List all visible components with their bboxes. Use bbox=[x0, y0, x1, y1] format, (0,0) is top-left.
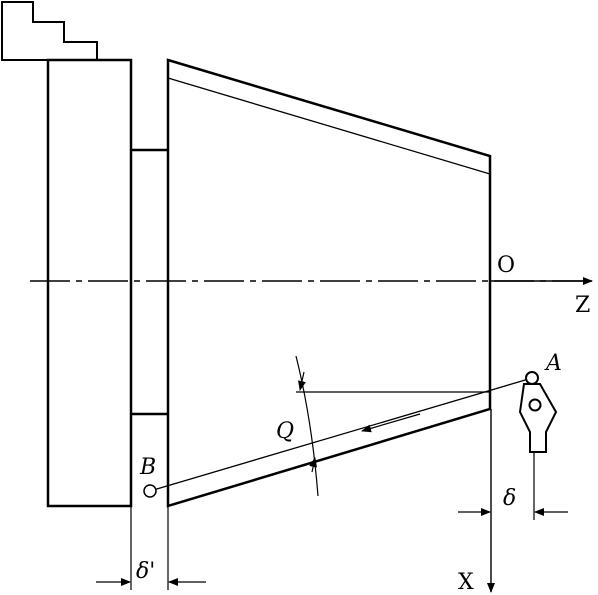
angle-arrow-lower bbox=[309, 457, 318, 473]
label-x-axis: X bbox=[458, 570, 474, 595]
angle-arrow-upper bbox=[298, 371, 306, 391]
label-z-axis: Z bbox=[575, 293, 590, 318]
tool-path-line bbox=[149, 377, 533, 492]
point-b-marker bbox=[143, 484, 157, 498]
tapered-workpiece bbox=[166, 58, 492, 508]
label-angle-q: Q bbox=[276, 419, 294, 444]
label-point-a: A bbox=[544, 351, 562, 376]
label-delta: δ bbox=[503, 486, 516, 511]
chuck-body bbox=[46, 58, 133, 508]
feed-direction-arrow bbox=[361, 413, 421, 433]
point-a-marker bbox=[525, 371, 539, 385]
label-delta-prime: δ' bbox=[136, 559, 155, 584]
angle-arc bbox=[295, 355, 319, 497]
cutting-tool bbox=[518, 371, 558, 453]
label-point-b: B bbox=[139, 455, 156, 480]
label-origin: O bbox=[497, 253, 515, 278]
cut-line-top bbox=[167, 77, 491, 175]
chuck-jaw bbox=[1, 1, 98, 61]
